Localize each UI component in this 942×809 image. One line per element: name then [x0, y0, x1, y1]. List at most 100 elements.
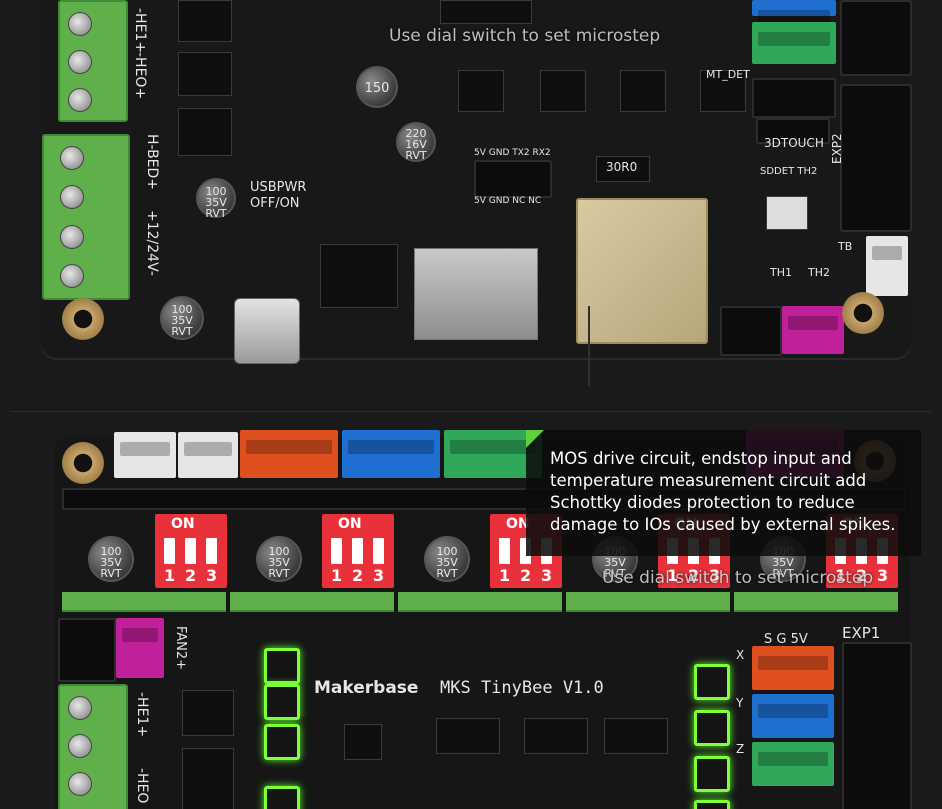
- terminal-screw: [68, 50, 92, 74]
- dip-switch[interactable]: ON 1 2 3: [155, 514, 227, 588]
- silk-tb: TB: [838, 240, 853, 253]
- mosfet: [182, 690, 234, 736]
- highlighted-diode: [264, 648, 300, 684]
- green-connector: [444, 430, 542, 478]
- highlighted-diode: [694, 710, 730, 746]
- orange-connector: [752, 646, 834, 690]
- mounting-hole: [62, 442, 104, 484]
- silk-volt: +12/24V-: [144, 210, 160, 276]
- ic-chip: [436, 718, 500, 754]
- silk-heo: -HEO: [134, 768, 150, 804]
- terminal-screw: [68, 696, 92, 720]
- orange-connector: [240, 430, 338, 478]
- white-connector: [178, 432, 238, 478]
- dip-num: 1: [164, 566, 176, 585]
- magenta-connector: [782, 306, 844, 354]
- magenta-connector: [116, 618, 164, 678]
- highlighted-diode: [264, 684, 300, 720]
- silk-uart-bot: 5V GND NC NC: [474, 196, 542, 206]
- dip-num: 2: [520, 566, 532, 585]
- section-divider: [10, 411, 932, 412]
- mosfet: [178, 0, 232, 42]
- dip-num: 2: [856, 566, 868, 585]
- caption-top: Use dial switch to set microstep: [389, 26, 661, 46]
- caption-bottom: Use dial switch to set microstep: [602, 568, 874, 588]
- dip-num: 2: [688, 566, 700, 585]
- mosfet: [178, 52, 232, 96]
- callout-text: MOS drive circuit, endstop input and tem…: [550, 449, 896, 534]
- dip-toggle[interactable]: [499, 538, 510, 564]
- capacitor: 100 35V RVT: [256, 536, 302, 582]
- silk-model: MKS TinyBee V1.0: [440, 678, 604, 698]
- th1-connector: [720, 306, 782, 356]
- uart-pin-header: [474, 160, 552, 198]
- dip-toggle[interactable]: [520, 538, 531, 564]
- dip-toggle[interactable]: [164, 538, 175, 564]
- highlighted-diode: [264, 724, 300, 760]
- silk-axis-z: Z: [736, 742, 745, 756]
- dip-toggle[interactable]: [373, 538, 384, 564]
- silk-axis-x: X: [736, 648, 745, 662]
- dip-toggle[interactable]: [352, 538, 363, 564]
- dip-num: 3: [541, 566, 553, 585]
- esp32-module: [576, 198, 708, 344]
- dip-on-label: ON: [171, 516, 195, 532]
- blue-connector: [752, 694, 834, 738]
- white-connector: [114, 432, 176, 478]
- silk-resistor: 30R0: [606, 160, 638, 174]
- touch-header: [756, 118, 830, 144]
- dip-toggle[interactable]: [331, 538, 342, 564]
- green-connector: [752, 742, 834, 786]
- dip-switch[interactable]: ON 1 2 3: [322, 514, 394, 588]
- driver-socket-strip: [398, 592, 562, 612]
- dip-num: 3: [709, 566, 721, 585]
- silk-uart-top: 5V GND TX2 RX2: [474, 148, 551, 158]
- mosfet: [182, 748, 234, 809]
- resistor: [596, 156, 650, 182]
- exp-header: [840, 0, 912, 76]
- white-connector: [866, 236, 908, 296]
- fan-connector: [58, 618, 116, 682]
- antenna-wire: [588, 306, 604, 386]
- stepper-driver-ic: [540, 70, 586, 112]
- feature-callout: MOS drive circuit, endstop input and tem…: [526, 430, 921, 556]
- terminal-screw: [68, 772, 92, 796]
- silk-fan2: FAN2+: [173, 626, 188, 671]
- driver-socket-strip: [230, 592, 394, 612]
- terminal-screw: [60, 225, 84, 249]
- stepper-driver-ic: [620, 70, 666, 112]
- usb-c-port: [234, 298, 300, 364]
- highlighted-diode: [694, 664, 730, 700]
- ic-chip: [320, 244, 398, 308]
- dip-num: 2: [352, 566, 364, 585]
- capacitor: 100 35V RVT: [196, 178, 236, 219]
- terminal-screw: [60, 185, 84, 209]
- exp2-header: [840, 84, 912, 232]
- ic-chip: [440, 0, 532, 24]
- driver-socket-strip: [62, 592, 226, 612]
- dip-num: 2: [185, 566, 197, 585]
- terminal-screw: [60, 264, 84, 288]
- dip-toggle[interactable]: [185, 538, 196, 564]
- dip-num: 3: [877, 566, 889, 585]
- inductor: 150: [356, 66, 398, 108]
- dip-on-label: ON: [338, 516, 362, 532]
- driver-socket-strip: [734, 592, 898, 612]
- silk-axis-y: Y: [736, 696, 744, 710]
- mt-det-header: [752, 78, 836, 118]
- dip-on-label: ON: [506, 516, 530, 532]
- dip-num: 1: [667, 566, 679, 585]
- silk-sg5v: S G 5V: [764, 632, 808, 647]
- silk-hei: -HE1+: [134, 692, 150, 738]
- silk-offon: OFF/ON: [250, 196, 300, 211]
- ic-chip: [524, 718, 588, 754]
- silk-th1: TH1: [770, 266, 792, 279]
- highlighted-diode: [264, 786, 300, 809]
- dip-toggle[interactable]: [206, 538, 217, 564]
- stepper-driver-ic: [700, 70, 746, 112]
- ic-chip: [344, 724, 382, 760]
- silk-exp1: EXP1: [842, 624, 881, 642]
- dip-num: 3: [373, 566, 385, 585]
- terminal-screw: [68, 734, 92, 758]
